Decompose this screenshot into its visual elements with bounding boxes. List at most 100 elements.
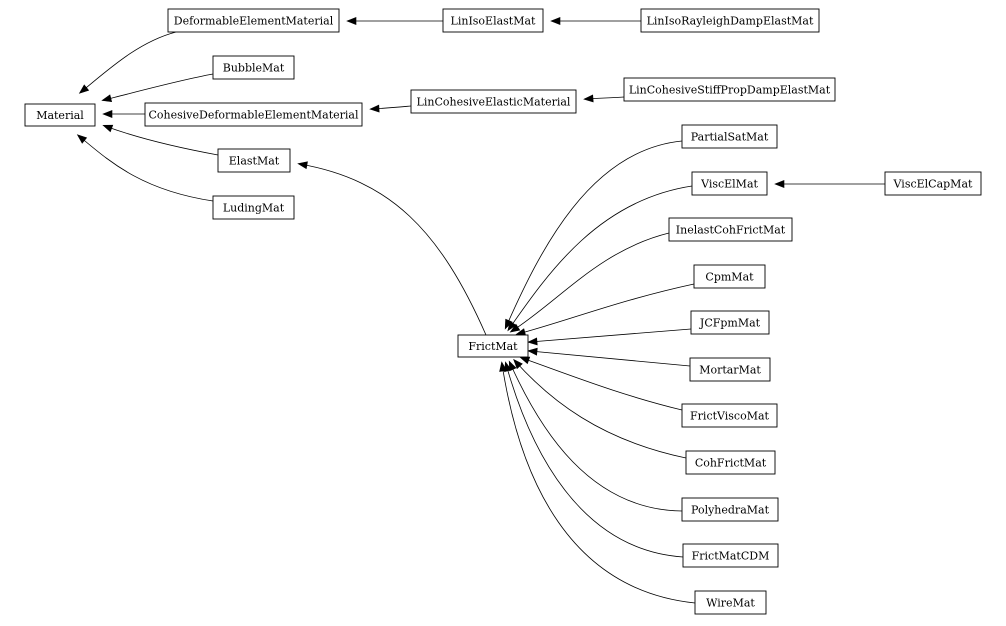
- class-node-box: [212, 195, 295, 220]
- class-node-label: LudingMat: [223, 202, 285, 215]
- class-node-label: DeformableElementMaterial: [174, 15, 334, 28]
- edge-line: [529, 328, 692, 343]
- class-node-box: [682, 543, 779, 568]
- edge-jc-fpm-mat-to-frict-mat: [527, 328, 692, 346]
- edge-frict-visco-mat-to-frict-mat: [519, 356, 683, 411]
- arrowhead-icon: [774, 180, 785, 188]
- class-node-mortar-mat[interactable]: MortarMat: [689, 357, 771, 382]
- class-node-luding-mat[interactable]: LudingMat: [212, 195, 295, 220]
- edge-line: [521, 357, 683, 411]
- class-node-box: [167, 8, 340, 33]
- edge-wire-mat-to-frict-mat: [499, 361, 696, 604]
- class-node-elast-mat[interactable]: ElastMat: [217, 148, 291, 173]
- class-node-label: JCFpmMat: [699, 317, 761, 330]
- class-node-partial-sat-mat[interactable]: PartialSatMat: [681, 124, 778, 149]
- class-node-label: FrictMat: [468, 340, 518, 353]
- class-node-label: BubbleMat: [223, 62, 285, 75]
- class-node-label: LinIsoElastMat: [451, 15, 537, 28]
- class-node-box: [668, 217, 793, 242]
- class-node-material[interactable]: Material: [24, 103, 96, 127]
- class-node-label: ViscElCapMat: [893, 178, 973, 191]
- class-node-label: FrictViscoMat: [690, 410, 770, 423]
- edge-lin-iso-rayleigh-damp-elast-mat-to-lin-iso-elast-mat: [550, 17, 641, 25]
- class-node-deformable-element-material[interactable]: DeformableElementMaterial: [167, 8, 340, 33]
- arrowhead-icon: [346, 17, 357, 25]
- class-node-lin-cohesive-elastic-material[interactable]: LinCohesiveElasticMaterial: [410, 89, 577, 114]
- class-node-label: ElastMat: [229, 155, 280, 168]
- edge-deformable-element-material-to-material: [78, 31, 177, 94]
- edge-lin-iso-elast-mat-to-deformable-element-material: [346, 17, 443, 25]
- class-node-box: [685, 450, 776, 475]
- class-node-frict-visco-mat[interactable]: FrictViscoMat: [681, 403, 778, 428]
- class-node-box: [640, 8, 820, 33]
- arrowhead-icon: [101, 94, 113, 103]
- edge-line: [505, 140, 683, 328]
- class-node-frict-mat[interactable]: FrictMat: [457, 334, 529, 358]
- arrowhead-icon: [527, 337, 538, 346]
- class-node-box: [693, 264, 766, 289]
- class-node-label: ViscElMat: [700, 178, 758, 191]
- class-node-visc-el-mat[interactable]: ViscElMat: [691, 171, 768, 196]
- class-node-label: FrictMatCDM: [692, 550, 770, 563]
- edge-mortar-mat-to-frict-mat: [527, 347, 691, 367]
- class-node-cohesive-deformable-element-material[interactable]: CohesiveDeformableElementMaterial: [144, 102, 363, 127]
- class-node-box: [681, 403, 778, 428]
- arrowhead-icon: [519, 356, 531, 365]
- class-node-box: [681, 497, 779, 522]
- class-node-frict-mat-cdm[interactable]: FrictMatCDM: [682, 543, 779, 568]
- class-node-visc-el-cap-mat[interactable]: ViscElCapMat: [884, 171, 982, 196]
- class-node-box: [212, 55, 295, 80]
- edge-line: [517, 283, 695, 335]
- class-node-cpm-mat[interactable]: CpmMat: [693, 264, 766, 289]
- class-node-lin-iso-elast-mat[interactable]: LinIsoElastMat: [442, 8, 544, 33]
- edge-visc-el-mat-to-frict-mat: [507, 185, 693, 332]
- edge-cohesive-deformable-element-material-to-material: [102, 110, 145, 118]
- class-node-jc-fpm-mat[interactable]: JCFpmMat: [690, 310, 770, 335]
- edge-line: [104, 125, 219, 156]
- arrowhead-icon: [78, 84, 90, 94]
- class-node-box: [442, 8, 544, 33]
- class-node-label: CpmMat: [705, 271, 754, 284]
- class-node-coh-frict-mat[interactable]: CohFrictMat: [685, 450, 776, 475]
- class-node-box: [623, 77, 836, 102]
- class-node-box: [681, 124, 778, 149]
- arrowhead-icon: [76, 134, 88, 144]
- class-node-box: [410, 89, 577, 114]
- class-node-box: [217, 148, 291, 173]
- edge-cpm-mat-to-frict-mat: [515, 283, 695, 336]
- class-node-bubble-mat[interactable]: BubbleMat: [212, 55, 295, 80]
- arrowhead-icon: [499, 361, 508, 372]
- class-node-box: [144, 102, 363, 127]
- edges-layer: [76, 17, 885, 604]
- class-node-label: MortarMat: [699, 364, 761, 377]
- edge-polyhedra-mat-to-frict-mat: [508, 360, 683, 512]
- edge-lin-cohesive-elastic-material-to-cohesive-deformable-element-material: [369, 104, 412, 113]
- edge-line: [509, 362, 683, 512]
- class-node-inelast-coh-frict-mat[interactable]: InelastCohFrictMat: [668, 217, 793, 242]
- class-node-label: CohesiveDeformableElementMaterial: [149, 109, 359, 122]
- class-node-lin-cohesive-stiff-prop-damp-elast-mat[interactable]: LinCohesiveStiffPropDampElastMat: [623, 77, 836, 102]
- edge-line: [511, 232, 670, 332]
- class-node-lin-iso-rayleigh-damp-elast-mat[interactable]: LinIsoRayleighDampElastMat: [640, 8, 820, 33]
- edge-line: [80, 31, 177, 93]
- edge-line: [529, 350, 691, 367]
- edge-visc-el-cap-mat-to-visc-el-mat: [774, 180, 885, 188]
- class-node-label: PartialSatMat: [691, 131, 769, 144]
- arrowhead-icon: [513, 358, 523, 370]
- arrowhead-icon: [583, 94, 594, 103]
- edge-line: [299, 163, 487, 336]
- class-node-polyhedra-mat[interactable]: PolyhedraMat: [681, 497, 779, 522]
- arrowhead-icon: [297, 161, 308, 170]
- arrowhead-icon: [550, 17, 561, 25]
- class-node-box: [457, 334, 529, 358]
- arrowhead-icon: [369, 104, 380, 113]
- edge-frict-mat-to-elast-mat: [297, 161, 487, 336]
- class-node-label: LinCohesiveElasticMaterial: [417, 96, 571, 109]
- class-node-wire-mat[interactable]: WireMat: [694, 590, 767, 615]
- arrowhead-icon: [102, 110, 113, 118]
- arrowhead-icon: [508, 360, 517, 372]
- class-node-box: [884, 171, 982, 196]
- edge-line: [514, 360, 687, 459]
- class-node-box: [690, 310, 770, 335]
